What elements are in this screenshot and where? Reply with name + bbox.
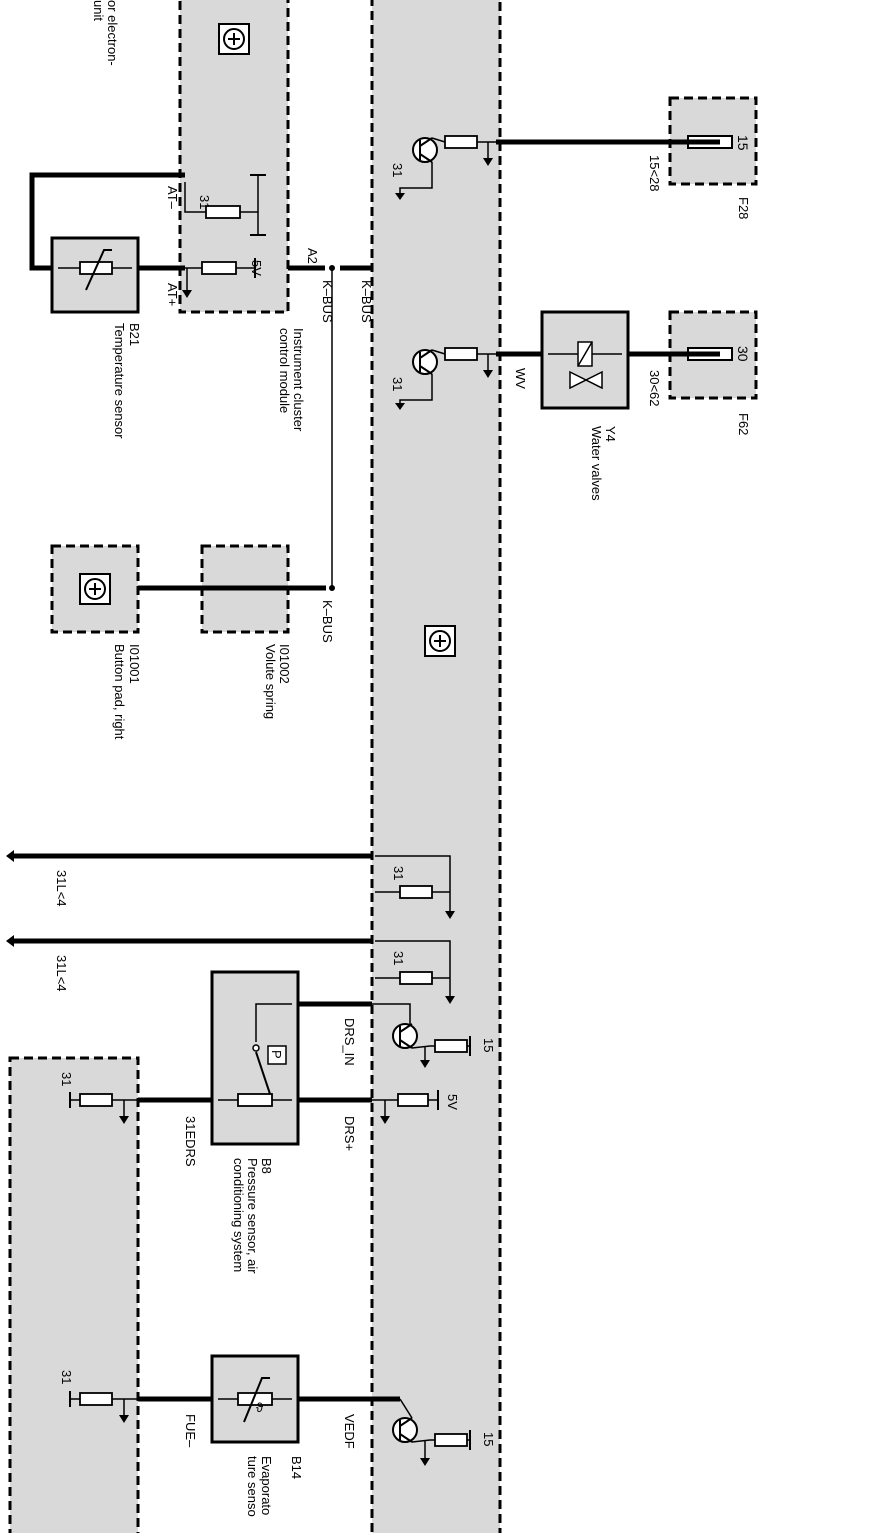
- module-pin-15-b: 15: [481, 1432, 496, 1446]
- ntc-thermistor-icon: [85, 249, 112, 291]
- transistor-1-icon: [395, 135, 496, 200]
- t31l4-label-1: 31L<4: [54, 870, 69, 907]
- i01001-name: Button pad, right: [112, 644, 127, 740]
- kbus-label-3: K–BUS: [320, 600, 335, 643]
- valve-icon: [569, 370, 603, 390]
- a2-resistor-2: [201, 261, 237, 275]
- b8-name-line2: conditioning system: [231, 1158, 246, 1272]
- b8-p-label: P: [269, 1050, 284, 1059]
- b21-id: B21: [127, 323, 142, 346]
- t30-62-label: 30<62: [647, 370, 662, 407]
- a2-resistor-1: [205, 205, 241, 219]
- a2-id: A2: [305, 248, 320, 264]
- i01002-id: I01002: [277, 644, 292, 684]
- kbus-label-2: K–BUS: [359, 280, 374, 323]
- drs-supply: [372, 1090, 439, 1124]
- module-pin-31-d: 31: [391, 951, 406, 965]
- b21-name: Temperature sensor: [112, 323, 127, 439]
- at-plus-label: AT+: [165, 283, 180, 306]
- edrs-ground: [69, 1092, 138, 1124]
- lower-pin-31-a: 31: [59, 1072, 74, 1086]
- top-left-label-line1: or electron-: [105, 0, 120, 66]
- t15-28-label: 15<28: [647, 155, 662, 192]
- lower-pin-31-b: 31: [59, 1370, 74, 1384]
- module-pin-31-b: 31: [390, 377, 405, 391]
- y4-name: Water valves: [589, 426, 604, 501]
- ground-pulldown-1: [375, 855, 455, 919]
- theta-icon: ϑ: [256, 1400, 264, 1415]
- t31l4-label-2: 31L<4: [54, 955, 69, 992]
- drs-plus-label: DRS+: [342, 1116, 357, 1151]
- ground-pulldown-2: [375, 940, 455, 1004]
- module-pin-5v: 5V: [445, 1094, 460, 1110]
- at-minus-wire: [29, 172, 185, 271]
- module-pin-15-a: 15: [481, 1038, 496, 1052]
- f62-pin-30: 30: [735, 346, 751, 362]
- main-module-band: [370, 0, 502, 1533]
- b8-name-line1: Pressure sensor, air: [245, 1158, 260, 1274]
- wv-label: WV: [513, 368, 528, 389]
- i01002-name: Volute spring: [263, 644, 278, 719]
- f28-id: F28: [736, 197, 751, 219]
- edrs-label: 31EDRS: [183, 1116, 198, 1167]
- f62-id: F62: [736, 413, 751, 435]
- transistor-4-icon: [392, 1398, 471, 1466]
- lower-left-module-band: [8, 1056, 140, 1533]
- module-pin-31-a: 31: [390, 163, 405, 177]
- pressure-icon: [267, 1045, 287, 1065]
- fue-label: FUE–: [183, 1414, 198, 1448]
- b8-id: B8: [259, 1158, 274, 1174]
- b14-name-line2: ture senso: [245, 1456, 260, 1517]
- f28-pin-15: 15: [735, 135, 751, 151]
- vedf-label: VEDF: [342, 1414, 357, 1449]
- kbus-label-1: K–BUS: [320, 280, 335, 323]
- module-pin-31-c: 31: [391, 866, 406, 880]
- b21-sensor-box: [50, 236, 140, 314]
- i01001-id: I01001: [127, 644, 142, 684]
- drs-in-label: DRS_IN: [342, 1018, 357, 1066]
- a2-name-line1: Instrument cluster: [291, 328, 306, 432]
- module-symbol-icon: [424, 625, 456, 657]
- b14-id: B14: [289, 1456, 304, 1479]
- fue-ground: [69, 1391, 138, 1423]
- b14-name-line1: Evaporato: [259, 1456, 274, 1515]
- y4-id: Y4: [603, 426, 618, 442]
- thermistor-icon: [243, 1377, 270, 1423]
- transistor-3-icon: [372, 1003, 471, 1068]
- top-left-label-line2: unit: [91, 0, 106, 21]
- button-pad-icon: [79, 573, 111, 605]
- b8-sensor-box: [210, 970, 300, 1146]
- a2-pin-31: 31: [197, 195, 212, 209]
- a2-pin-5v: 5V: [249, 260, 264, 276]
- a2-name-line2: control module: [277, 328, 292, 413]
- transistor-2-icon: [395, 347, 496, 410]
- at-minus-label: AT–: [165, 186, 180, 210]
- a2-module-symbol-icon: [218, 23, 250, 55]
